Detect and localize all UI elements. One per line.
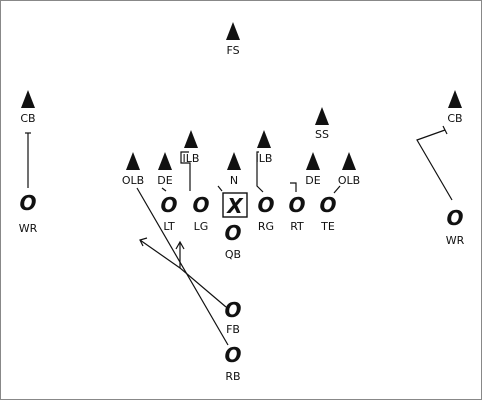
nose-read-line <box>217 185 223 192</box>
offense-player-qb: O QB <box>224 221 241 261</box>
defender-label: FS <box>226 44 239 57</box>
player-o-icon: O <box>19 191 36 215</box>
defender-triangle-icon <box>448 90 462 108</box>
defender-olb-left: OLB <box>122 152 144 187</box>
offense-player-wr-left: O WR <box>19 191 38 235</box>
defender-triangle-icon <box>126 152 140 170</box>
player-o-icon: O <box>257 193 274 217</box>
fb-arrow-head-up <box>175 240 185 250</box>
olb-right-read-line <box>333 185 341 194</box>
offense-label: WR <box>19 222 38 235</box>
defender-triangle-icon <box>226 22 240 40</box>
defender-label: CB <box>447 112 462 125</box>
defender-label: DE <box>157 174 172 187</box>
de-right-read-line <box>290 182 297 192</box>
defense: FS SS CB CB ILB ILB OLB DE N DE OLB <box>20 22 463 187</box>
center-x-icon: X <box>225 194 244 218</box>
cb-right-coverage-line <box>416 129 453 201</box>
offense-player-rt: O RT <box>288 193 305 233</box>
offense-player-te: O TE <box>319 193 336 233</box>
cb-right-tick <box>442 125 448 135</box>
olb-left-rush-line <box>136 187 229 346</box>
offense-label: QB <box>225 248 241 261</box>
defender-label: OLB <box>338 174 360 187</box>
defender-de-left: DE <box>157 152 173 187</box>
offense-label: LG <box>194 220 209 233</box>
defender-triangle-icon <box>21 90 35 108</box>
player-o-icon: O <box>224 298 241 322</box>
defender-label: OLB <box>122 174 144 187</box>
offense-player-wr-right: O WR <box>446 206 465 247</box>
defender-label: ILB <box>183 152 200 165</box>
route-lines <box>25 125 453 346</box>
defender-fs: FS <box>226 22 240 57</box>
offense-player-rb: O RB <box>224 343 241 383</box>
offense-player-center: X <box>225 194 244 218</box>
center-box <box>222 192 248 218</box>
defender-cb-right: CB <box>447 90 463 125</box>
player-o-icon: O <box>224 221 241 245</box>
ilb-right-read-line <box>256 151 264 193</box>
player-o-icon: O <box>319 193 336 217</box>
offense-label: RB <box>225 370 240 383</box>
ilb-left-read-line <box>180 151 191 191</box>
defender-label: N <box>230 174 238 187</box>
defender-triangle-icon <box>342 152 356 170</box>
defender-ss: SS <box>315 107 329 141</box>
defender-label: SS <box>315 128 329 141</box>
offense-label: WR <box>446 234 465 247</box>
defender-label: DE <box>305 174 320 187</box>
offense-label: RG <box>258 220 274 233</box>
fb-route-branch <box>139 239 181 269</box>
defender-de-right: DE <box>305 152 321 187</box>
defender-ilb-left: ILB <box>183 130 200 165</box>
de-left-read-line <box>161 187 167 192</box>
offense-label: FB <box>226 323 240 336</box>
defender-triangle-icon <box>227 152 241 170</box>
defender-label: CB <box>20 112 35 125</box>
defender-label: ILB <box>256 152 273 165</box>
offense-label: TE <box>320 220 335 233</box>
offense-label: LT <box>163 220 175 233</box>
defender-triangle-icon <box>306 152 320 170</box>
defender-ilb-right: ILB <box>256 130 273 165</box>
defender-cb-left: CB <box>20 90 36 125</box>
offense-player-fb: OFB <box>224 298 241 336</box>
defender-triangle-icon <box>184 130 198 148</box>
offense-player-lt: O LT <box>160 193 177 233</box>
player-o-icon: O <box>160 193 177 217</box>
offense-player-rg: O RG <box>257 193 274 233</box>
defender-triangle-icon <box>315 107 329 125</box>
player-o-icon: O <box>446 206 463 230</box>
defender-triangle-icon <box>158 152 172 170</box>
player-o-icon: O <box>192 193 209 217</box>
defender-nose: N <box>227 152 241 187</box>
offense-label: RT <box>290 220 304 233</box>
defender-triangle-icon <box>257 130 271 148</box>
defender-olb-right: OLB <box>338 152 360 187</box>
fb-arrow-head-left <box>139 237 148 247</box>
offense-player-lg: O LG <box>192 193 209 233</box>
player-o-icon: O <box>288 193 305 217</box>
player-o-icon: O <box>224 343 241 367</box>
